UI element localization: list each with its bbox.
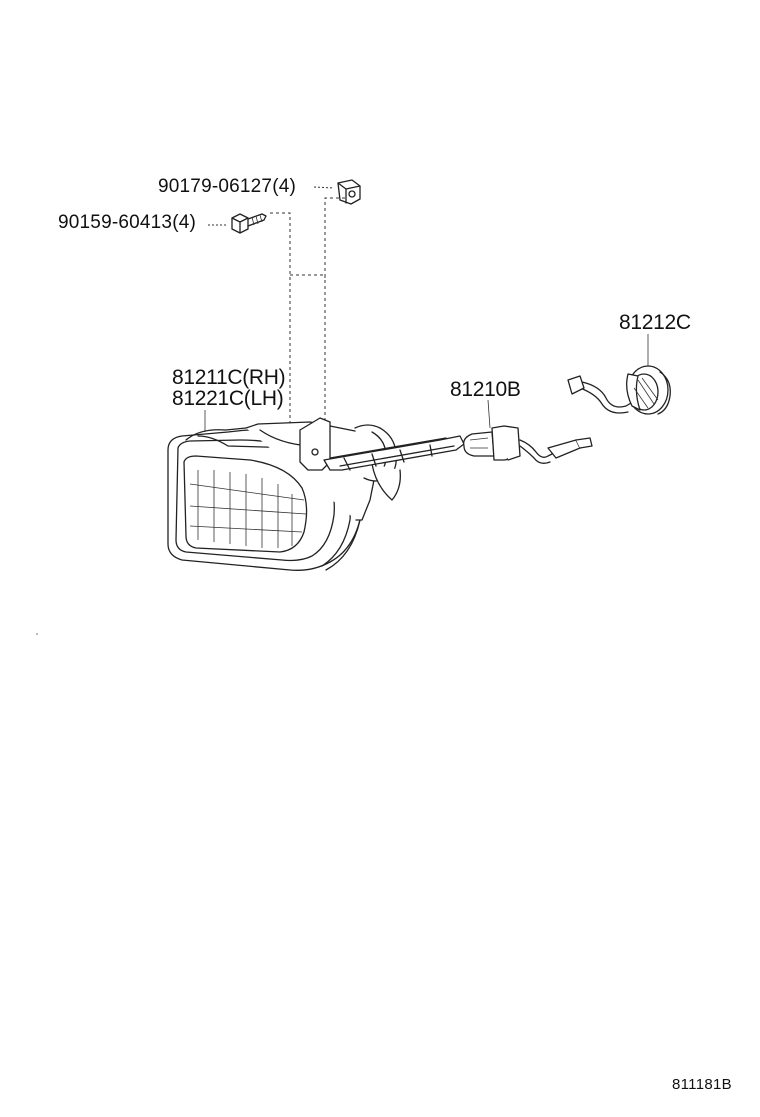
socket-cord-part-label: 81212C: [619, 311, 691, 334]
stray-mark: [36, 633, 38, 635]
fog-lamp-lh-part-label: 81221C(LH): [172, 387, 284, 410]
screw-drawing: [208, 213, 267, 234]
screw-part-label: 90159-60413(4): [58, 212, 197, 233]
socket-cord-drawing: [567, 334, 671, 415]
mounting-guide-lines: [270, 197, 345, 438]
figure-code: 811181B: [672, 1076, 732, 1093]
fog-lamp-drawing: [167, 410, 465, 571]
nut-part-label: 90179-06127(4): [158, 176, 297, 197]
bulb-drawing: [463, 399, 593, 464]
nut-drawing: [313, 179, 361, 205]
bulb-part-label: 81210B: [450, 378, 521, 401]
fog-lamp-rh-part-label: 81211C(RH): [172, 366, 286, 389]
